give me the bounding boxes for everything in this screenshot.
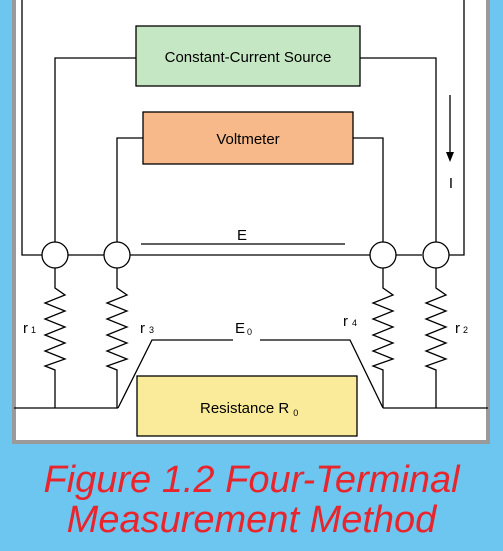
current-loop-wire (21, 0, 465, 256)
voltmeter-label: Voltmeter (216, 131, 279, 148)
svg-text:r4: r4 (343, 313, 357, 330)
r2-subscript: 2 (463, 325, 468, 335)
e0-label: E (235, 320, 245, 337)
r1-subscript: 1 (31, 325, 36, 335)
source-label: Constant-Current Source (165, 49, 332, 66)
svg-text:r2: r2 (455, 320, 468, 337)
r3-label: r (140, 320, 145, 337)
r1-label: r (23, 320, 28, 337)
caption-line-1: Figure 1.2 Four-Terminal (43, 459, 460, 501)
r4-label: r (343, 313, 348, 330)
svg-text:r3: r3 (140, 320, 154, 337)
resistance-label: Resistance R (200, 400, 289, 417)
svg-text:Resistance R0: Resistance R 0 (200, 400, 298, 418)
resistor-r1 (43, 268, 67, 408)
voltmeter-box (142, 111, 354, 165)
resistor-r4 (371, 268, 395, 408)
terminal-4 (369, 241, 397, 269)
e0-subscript: 0 (247, 327, 252, 337)
resistor-r2 (424, 268, 448, 408)
r2-label: r (455, 320, 460, 337)
e-label: E (237, 227, 247, 244)
current-label: I (449, 175, 453, 192)
terminal-2 (422, 241, 450, 269)
resistance-box (136, 375, 358, 437)
caption-line-2: Measurement Method (66, 499, 437, 541)
constant-current-source-box (135, 25, 361, 87)
r3-subscript: 3 (149, 325, 154, 335)
svg-text:r1: r1 (23, 320, 36, 337)
svg-text:E0: E0 (235, 320, 252, 337)
source-lead-wires (54, 57, 437, 242)
figure-caption: Figure 1.2 Four-Terminal Measurement Met… (0, 460, 503, 540)
resistor-r3 (105, 268, 129, 408)
resistance-subscript: 0 (293, 408, 298, 418)
terminal-1 (41, 241, 69, 269)
terminal-3 (103, 241, 131, 269)
current-arrow-head (446, 152, 454, 162)
e0-trapezoid (117, 339, 384, 409)
voltmeter-lead-wires (116, 137, 384, 242)
r4-subscript: 4 (352, 318, 357, 328)
